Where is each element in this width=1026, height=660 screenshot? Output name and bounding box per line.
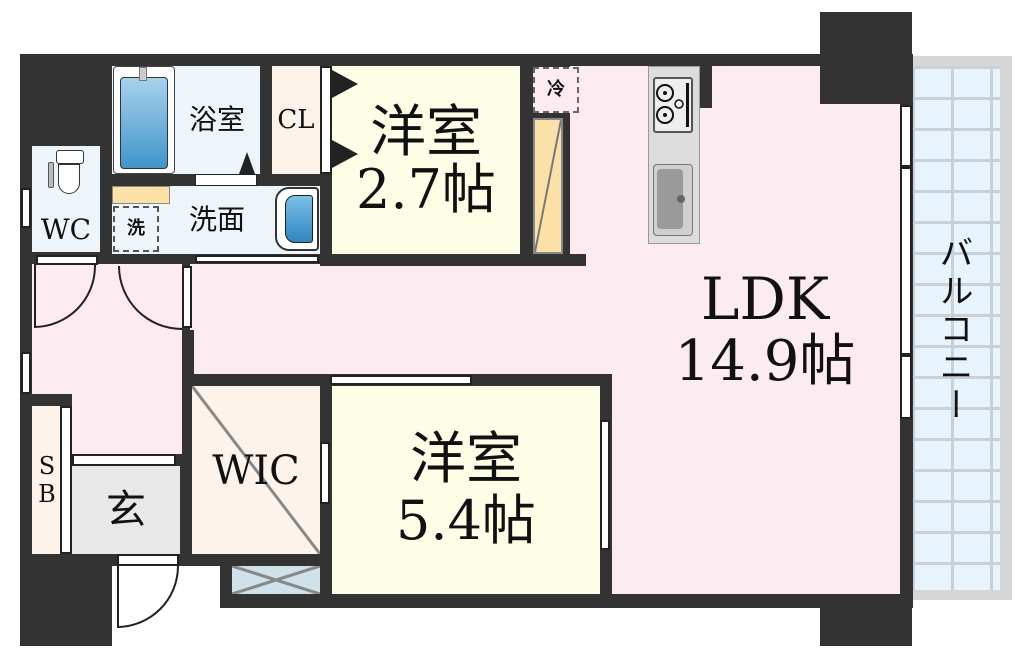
western-small-label: 洋室 2.7帖 xyxy=(356,100,496,221)
ldk-label: LDK 14.9帖 xyxy=(674,265,856,394)
hall-inner-wall xyxy=(182,330,194,566)
ldk-window-top xyxy=(900,105,912,167)
western-room-large xyxy=(332,386,600,594)
storage-shelf xyxy=(533,118,563,254)
washer-shelf xyxy=(112,186,170,204)
entrance xyxy=(72,466,180,554)
balcony-label: バルコニー xyxy=(933,235,973,425)
entrance-label: 玄 xyxy=(106,487,146,533)
washroom-sliding-door[interactable] xyxy=(195,255,319,263)
western-large-sliding-door[interactable] xyxy=(330,375,472,385)
ldk-window-bottom xyxy=(900,355,912,419)
western-room-small xyxy=(332,66,520,254)
closet-room xyxy=(272,66,320,174)
hall-window xyxy=(21,352,31,394)
closet-door-triangle-icon xyxy=(332,140,358,168)
stove-icon xyxy=(653,77,693,133)
hall-door-leaf[interactable] xyxy=(182,266,192,328)
refrigerator-space: 冷 xyxy=(533,67,579,113)
wc-label: WC xyxy=(40,213,92,246)
balcony xyxy=(912,66,1000,590)
shoe-box xyxy=(32,406,62,554)
wic-door[interactable] xyxy=(320,442,330,504)
wc-window xyxy=(21,188,31,228)
ldk-kitchen-area xyxy=(570,66,630,264)
entrance-step xyxy=(72,454,176,466)
washer-space: 洗 xyxy=(113,206,159,252)
hallway xyxy=(190,264,620,374)
wash-basin-icon xyxy=(275,187,319,251)
bath-door[interactable] xyxy=(195,174,257,186)
closet-label: CL xyxy=(277,105,315,135)
sb-wall xyxy=(20,394,72,406)
shoe-box-label: SB xyxy=(33,452,61,508)
sink-icon xyxy=(653,164,693,236)
wic-diagonal xyxy=(192,386,320,554)
entrance-door-frame xyxy=(117,554,179,566)
closet-door[interactable] xyxy=(320,66,332,174)
faucet-icon xyxy=(677,195,685,203)
pillar-bottom-left xyxy=(20,550,112,646)
western-large-window xyxy=(600,420,610,550)
closet-door-triangle-icon xyxy=(332,70,358,98)
pipe-space-cross-icon xyxy=(232,566,320,594)
kitchen-wall xyxy=(700,66,712,108)
wic-label: WIC xyxy=(212,448,300,494)
ldk-pillar-notch xyxy=(820,66,900,104)
western-large-label: 洋室 5.4帖 xyxy=(396,427,536,552)
partition-wall xyxy=(320,254,586,266)
toilet-icon xyxy=(46,150,86,198)
shoe-box-door[interactable] xyxy=(60,406,72,554)
washroom-label: 洗面 xyxy=(188,203,245,236)
bathtub-icon xyxy=(113,66,175,174)
bath-door-triangle-icon xyxy=(239,152,255,174)
ldk-balcony-door[interactable] xyxy=(900,167,912,355)
bath-label: 浴室 xyxy=(188,103,245,136)
